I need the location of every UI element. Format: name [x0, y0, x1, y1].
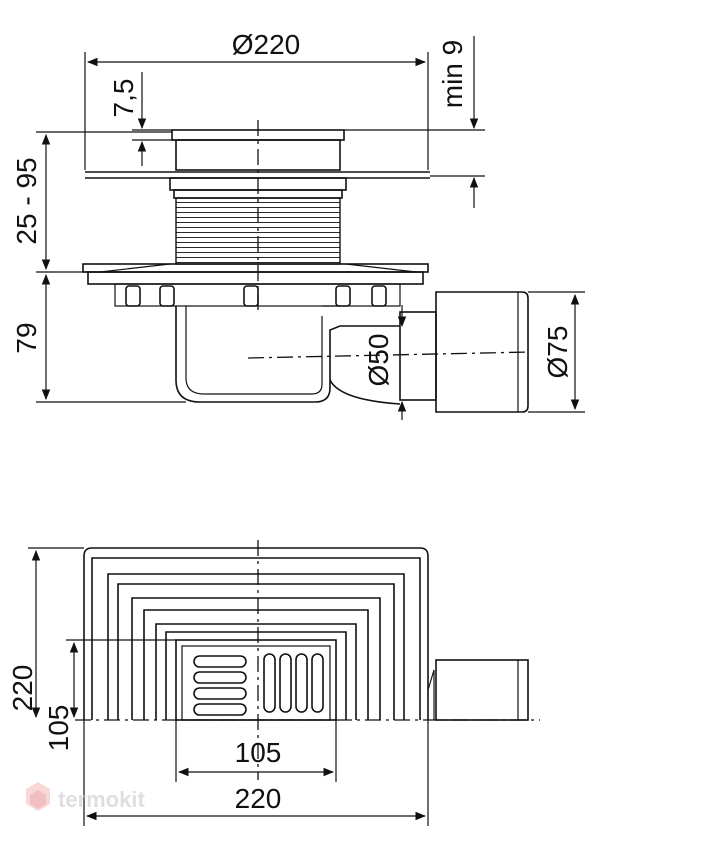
bolts — [125, 285, 387, 307]
watermark: termokit — [26, 782, 145, 812]
dim-flange-step: 7,5 — [108, 79, 139, 118]
dim-body-depth: 79 — [11, 322, 42, 353]
watermark-text: termokit — [58, 787, 145, 812]
dim-outer-height: 220 — [7, 665, 38, 712]
dim-grate-width: 105 — [235, 737, 282, 768]
frame-steps — [83, 547, 429, 720]
dim-grate-height: 105 — [43, 705, 74, 752]
dim-height-range: 25 - 95 — [11, 157, 42, 244]
trap-body — [175, 306, 400, 403]
dim-outlet-inner: Ø50 — [363, 334, 394, 387]
dim-overall-diameter: Ø220 — [232, 29, 301, 60]
centerline-outlet — [247, 351, 531, 359]
grate-slots — [193, 653, 324, 716]
outlet-pipe — [399, 311, 437, 401]
outlet-socket — [435, 291, 529, 413]
dim-outlet-outer: Ø75 — [542, 326, 573, 379]
dim-outer-width: 220 — [235, 783, 282, 814]
plan-view: 220 105 105 220 — [7, 540, 540, 826]
outlet-stub — [435, 659, 529, 721]
dim-min-clearance: min 9 — [437, 40, 468, 108]
side-view: Ø220 7,5 min 9 25 - 95 79 Ø50 Ø75 — [11, 29, 585, 420]
